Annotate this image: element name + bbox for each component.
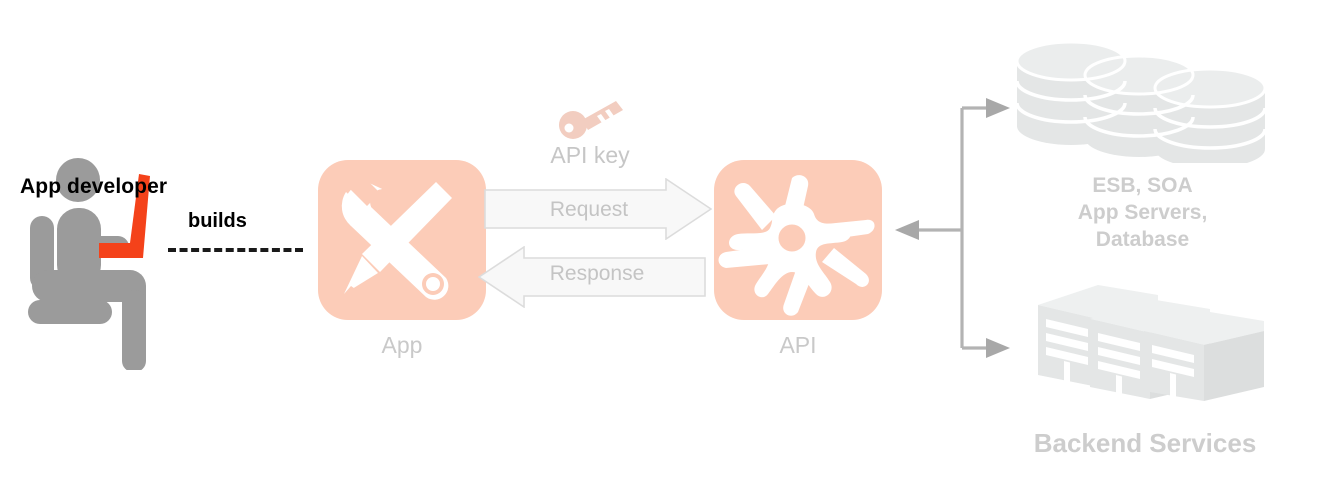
key-icon (558, 98, 626, 140)
api-key-label: API key (550, 142, 630, 168)
response-flow-arrow (477, 245, 706, 309)
apigee-splat-icon (718, 175, 875, 316)
arrowhead-to-servers (986, 338, 1010, 358)
database-label-line-1: ESB, SOA (1092, 174, 1193, 197)
response-flow-label: Response (549, 262, 645, 285)
database-label-line-2: App Servers, (1077, 201, 1208, 224)
app-developer-group: builds (0, 150, 310, 372)
arrowhead-to-api (895, 220, 919, 240)
backend-services-label: Backend Services (1033, 428, 1257, 458)
app-developer-label: App developer (20, 175, 168, 198)
builds-label: builds (188, 210, 247, 232)
database-stack-icon (1015, 38, 1267, 168)
builds-dashed-line (168, 248, 303, 252)
database-group-label: ESB, SOA App Servers, Database (1020, 172, 1265, 253)
database-label-line-3: Database (1095, 228, 1190, 251)
seated-person-with-laptop-icon (28, 158, 150, 372)
request-flow-arrow (484, 177, 713, 241)
server-towers-icon (1020, 283, 1265, 401)
app-node-label: App (381, 332, 423, 358)
wrench-and-pencil-icon (341, 174, 452, 300)
request-flow-label: Request (549, 198, 629, 221)
api-node-tile[interactable] (714, 160, 882, 320)
api-node-label: API (779, 332, 817, 358)
arrowhead-to-database (986, 98, 1010, 118)
backend-connectors (885, 90, 1020, 370)
app-node-tile[interactable] (318, 160, 486, 320)
